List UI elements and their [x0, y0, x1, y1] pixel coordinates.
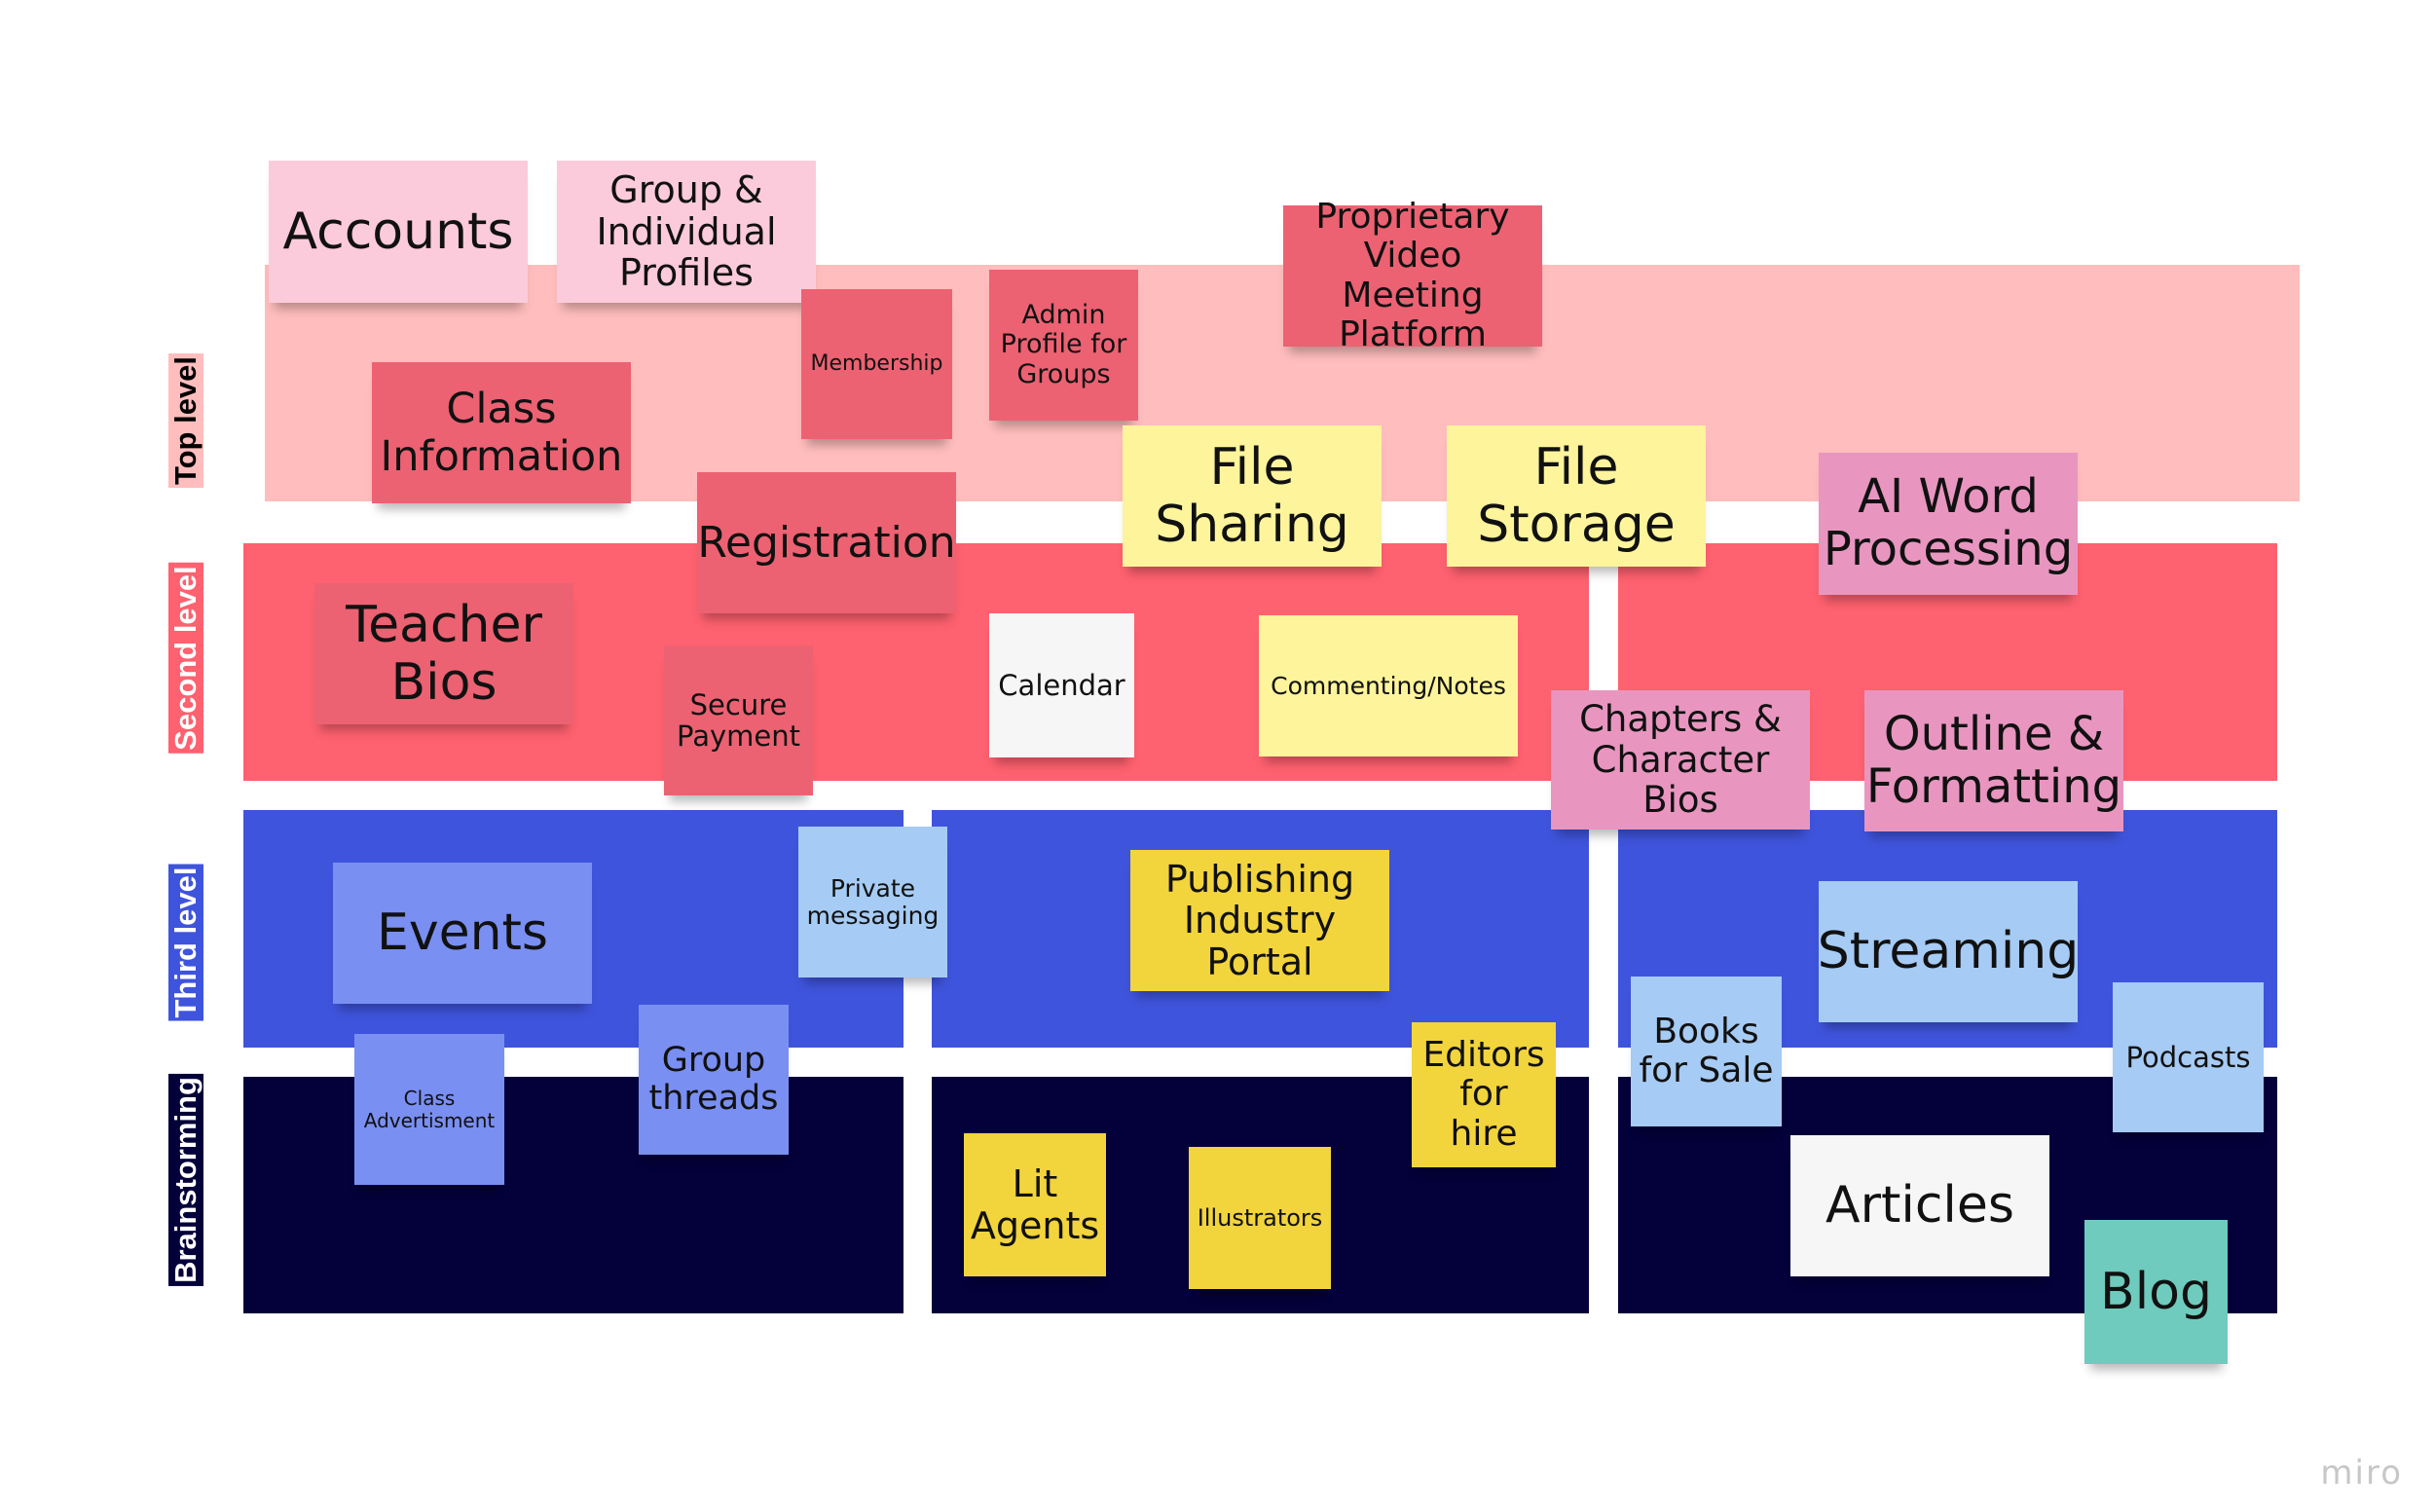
- sticky-note-outline-formatting[interactable]: Outline & Formatting: [1864, 690, 2123, 831]
- sticky-note-ai-word-processing[interactable]: AI Word Processing: [1819, 453, 2078, 595]
- sticky-note-class-advertisment[interactable]: Class Advertisment: [354, 1034, 504, 1185]
- sticky-note-podcasts[interactable]: Podcasts: [2113, 982, 2264, 1132]
- row-label-second-level: Second level: [168, 563, 203, 754]
- row-label-top-level: Top level: [168, 352, 203, 489]
- sticky-note-editors-for-hire[interactable]: Editors for hire: [1412, 1022, 1556, 1167]
- sticky-note-blog[interactable]: Blog: [2084, 1220, 2228, 1364]
- sticky-note-events[interactable]: Events: [333, 863, 592, 1004]
- sticky-note-file-storage[interactable]: File Storage: [1447, 425, 1706, 567]
- sticky-note-illustrators[interactable]: Illustrators: [1189, 1147, 1331, 1289]
- sticky-note-video-platform[interactable]: Proprietary Video Meeting Platform: [1283, 197, 1542, 353]
- sticky-note-publishing-industry-portal[interactable]: Publishing Industry Portal: [1130, 850, 1389, 991]
- sticky-note-group-threads[interactable]: Group threads: [639, 1005, 789, 1155]
- row-label-brainstorming: Brainstorming: [168, 1074, 203, 1286]
- sticky-note-admin-profile[interactable]: Admin Profile for Groups: [989, 270, 1138, 421]
- sticky-note-commenting-notes[interactable]: Commenting/Notes: [1259, 615, 1518, 756]
- sticky-note-membership[interactable]: Membership: [801, 289, 952, 439]
- sticky-note-streaming[interactable]: Streaming: [1818, 881, 2079, 1022]
- sticky-note-secure-payment[interactable]: Secure Payment: [664, 645, 813, 795]
- sticky-note-chapters-character-bios[interactable]: Chapters & Character Bios: [1551, 690, 1810, 830]
- sticky-note-file-sharing[interactable]: File Sharing: [1123, 425, 1382, 567]
- sticky-note-lit-agents[interactable]: Lit Agents: [964, 1133, 1106, 1276]
- sticky-note-group-profiles[interactable]: Group & Individual Profiles: [557, 161, 816, 303]
- sticky-note-registration[interactable]: Registration: [697, 472, 956, 613]
- sticky-note-class-information[interactable]: Class Information: [372, 362, 631, 503]
- band-brainstorming-col1: [243, 1077, 904, 1313]
- sticky-note-accounts[interactable]: Accounts: [269, 161, 528, 303]
- miro-logo: miro: [2320, 1454, 2403, 1493]
- sticky-note-calendar[interactable]: Calendar: [989, 613, 1134, 757]
- row-label-third-level: Third level: [168, 864, 203, 1021]
- sticky-note-teacher-bios[interactable]: Teacher Bios: [314, 583, 573, 724]
- sticky-note-private-messaging[interactable]: Private messaging: [798, 827, 947, 977]
- sticky-note-articles[interactable]: Articles: [1790, 1135, 2049, 1276]
- sticky-note-books-for-sale[interactable]: Books for Sale: [1631, 977, 1782, 1126]
